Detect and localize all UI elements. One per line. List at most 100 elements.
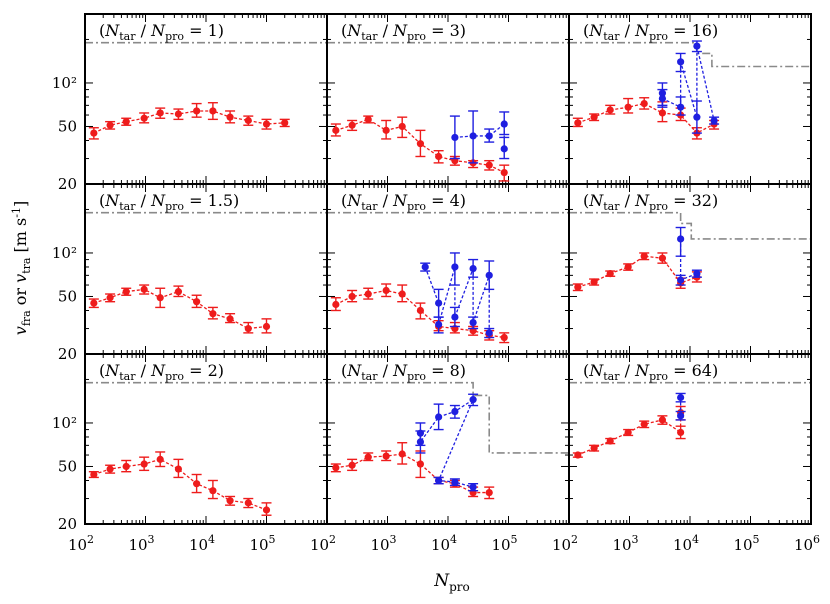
fragment-trend-line	[335, 453, 490, 494]
title-part: pro	[165, 200, 184, 213]
data-point	[106, 294, 114, 302]
title-part: (	[341, 21, 347, 40]
fragment-series	[88, 451, 272, 516]
title-part: N	[150, 191, 166, 210]
title-part: =	[426, 361, 450, 380]
data-point	[348, 292, 356, 301]
threshold-line	[327, 381, 569, 454]
data-point	[435, 320, 443, 329]
title-part: N	[104, 21, 120, 40]
fragment-series	[330, 115, 510, 182]
fragment-trend-line	[93, 288, 267, 330]
data-point	[500, 120, 508, 128]
data-point	[156, 294, 164, 302]
data-point	[122, 288, 130, 296]
data-point	[590, 113, 598, 121]
data-point	[140, 114, 148, 122]
data-point	[332, 464, 340, 472]
threshold-line	[569, 211, 811, 240]
title-part: (	[99, 21, 105, 40]
data-point	[140, 460, 148, 468]
data-point	[382, 452, 390, 460]
threshold-line	[569, 41, 811, 68]
data-point	[193, 298, 201, 306]
fragment-series	[88, 102, 290, 140]
panel-ratio-value: 32	[692, 191, 712, 210]
title-part: N	[588, 361, 604, 380]
tick-base: 10	[249, 536, 268, 554]
y-axis-label: vfra or vtra [m s-1]	[10, 201, 33, 335]
data-point	[348, 461, 356, 469]
data-point	[677, 58, 685, 66]
panel-1-1: (Ntar / Npro = 4)	[326, 183, 570, 355]
title-part: =	[668, 361, 692, 380]
data-point	[606, 269, 614, 278]
x-tick-label: 105	[249, 533, 275, 554]
data-point	[174, 110, 183, 118]
title-part: (	[99, 361, 105, 380]
title-part: tar	[119, 370, 136, 383]
x-tick-label: 105	[491, 533, 517, 554]
data-point	[451, 478, 459, 486]
data-point	[485, 488, 493, 497]
fragment-trend-line	[93, 110, 285, 134]
panel-title: (Ntar / Npro = 8)	[341, 361, 466, 383]
data-point	[451, 263, 459, 271]
title-part: N	[346, 191, 362, 210]
tick-exp: 2	[571, 533, 578, 546]
title-part: tar	[361, 30, 378, 43]
panel-ratio-value: 4	[450, 191, 460, 210]
data-point	[226, 315, 234, 323]
data-point	[469, 318, 477, 327]
fragment-series	[330, 283, 510, 344]
title-part: tar	[603, 370, 620, 383]
title-part: N	[346, 361, 362, 380]
tick-base: 10	[612, 536, 631, 554]
data-point	[435, 476, 443, 485]
data-point	[364, 115, 372, 123]
data-point	[174, 288, 183, 296]
x-tick-label: 103	[128, 533, 154, 554]
data-point	[574, 283, 582, 291]
data-point	[156, 455, 164, 463]
title-part: (	[341, 191, 347, 210]
y-tick-label: 20	[58, 175, 77, 193]
data-point	[193, 480, 201, 488]
title-part: tar	[603, 30, 620, 43]
transfer-series	[449, 110, 510, 164]
panel-frame	[568, 353, 812, 525]
data-point	[606, 106, 614, 114]
tick-base: 10	[128, 536, 147, 554]
panel-ratio-value: 3	[450, 21, 460, 40]
data-point	[435, 152, 443, 161]
data-point	[416, 438, 425, 446]
y-tick-label: 10²	[52, 74, 77, 92]
data-point	[122, 118, 130, 126]
data-point	[677, 276, 685, 284]
title-part: (	[99, 191, 105, 210]
y-tick-label: 10²	[52, 414, 77, 432]
transfer-trend-line	[454, 122, 505, 149]
title-part: pro	[407, 370, 426, 383]
title-part: tar	[119, 200, 136, 213]
data-point	[262, 322, 271, 331]
panel-ratio-value: 16	[692, 21, 712, 40]
data-point	[624, 263, 632, 271]
data-point	[485, 161, 493, 169]
data-point	[398, 122, 406, 131]
transfer-trend-line	[661, 45, 715, 121]
x-axis-label: Npro	[433, 571, 470, 594]
tick-exp: 3	[632, 533, 639, 546]
x-tick-label: 102	[310, 533, 336, 554]
data-point	[451, 133, 459, 142]
tick-base: 10	[68, 536, 87, 554]
title-part: )	[460, 21, 466, 40]
title-part: =	[184, 361, 208, 380]
data-point	[226, 113, 234, 121]
x-tick-label: 105	[733, 533, 759, 554]
title-part: =	[184, 21, 208, 40]
title-part: =	[668, 21, 692, 40]
title-part: pro	[649, 200, 668, 213]
